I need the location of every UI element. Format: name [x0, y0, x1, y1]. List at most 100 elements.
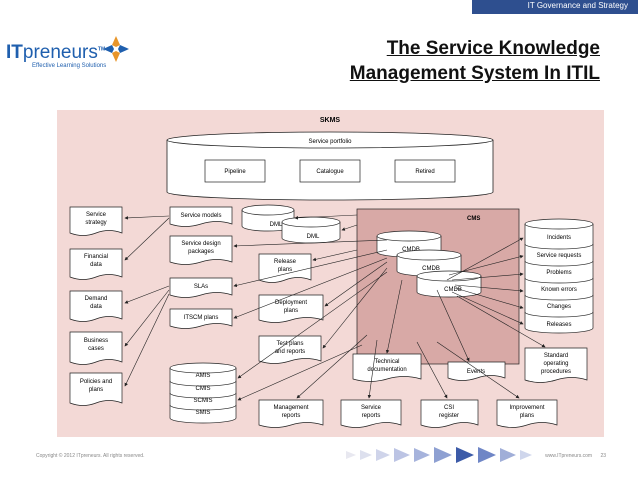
service-portfolio-label: Service portfolio — [308, 139, 352, 145]
service-requests-label: Service requests — [537, 253, 582, 259]
service-design-packages-doc — [169, 235, 233, 265]
mis-stack: AMIS CMIS SCMIS SMIS — [169, 362, 237, 424]
dml-store-1: DML — [241, 204, 295, 232]
incidents-label: Incidents — [547, 235, 571, 241]
footer-chevrons — [346, 447, 532, 463]
release-plans-doc — [258, 253, 312, 283]
skms-label: SKMS — [320, 117, 341, 124]
retired-box — [394, 159, 456, 183]
deployment-plans-label-2: plans — [284, 308, 298, 314]
service-strategy-label-2: strategy — [85, 220, 106, 226]
cmdb-label-2: CMDB — [422, 266, 440, 272]
financial-data-label-1: Financial — [84, 254, 108, 260]
problems-label: Problems — [546, 270, 571, 276]
release-plans-label-1: Release — [274, 259, 297, 265]
diagram-svg: SKMS Service portfolio Pipeline Catalogu… — [69, 117, 594, 428]
title-line-1: The Service Knowledge — [386, 38, 600, 59]
itscm-plans-label: ITSCM plans — [184, 315, 219, 321]
design-docs: Service models Service design packages S… — [169, 206, 233, 329]
itscm-plans-doc — [169, 308, 233, 329]
pipeline-box — [204, 159, 266, 183]
service-portfolio-cylinder: Service portfolio Pipeline Catalogue Ret… — [166, 131, 494, 201]
technical-documentation-doc — [352, 353, 422, 382]
records-stack: Incidents Service requests Problems Know… — [524, 218, 594, 334]
policies-plans-label-2: plans — [89, 387, 103, 393]
csi-register-label-1: CSI — [444, 405, 454, 411]
management-reports-label-2: reports — [282, 413, 301, 419]
release-plans-label-2: plans — [278, 267, 292, 273]
logo-tm: TM — [97, 46, 106, 53]
test-plans-label-2: and reports — [275, 349, 305, 355]
skms-diagram: SKMS Service portfolio Pipeline Catalogu… — [57, 110, 604, 437]
footer-meta: www.ITpreneurs.com 23 — [545, 453, 606, 459]
pipeline-label: Pipeline — [224, 169, 246, 175]
logo-wordmark: ITpreneursTM — [6, 42, 105, 64]
catalogue-box — [299, 159, 361, 183]
improvement-plans-label-2: plans — [520, 413, 534, 419]
cmdb-store-1: CMDB — [376, 230, 442, 258]
technical-documentation-label-1: Technical — [374, 359, 399, 365]
itpreneurs-logo: ITpreneursTM Effective Learning Solution… — [6, 34, 156, 74]
management-reports-label-1: Management — [273, 405, 308, 411]
slas-doc — [169, 277, 233, 298]
amis-label: AMIS — [196, 373, 211, 379]
financial-data-doc — [69, 248, 123, 280]
csi-register-label-2: register — [439, 413, 459, 419]
service-models-doc — [169, 206, 233, 227]
copyright: Copyright © 2012 ITpreneurs. All rights … — [36, 453, 145, 459]
demand-data-doc — [69, 290, 123, 322]
service-reports-label-2: reports — [362, 413, 381, 419]
cmdb-label-3: CMDB — [444, 287, 462, 293]
test-plans-label-1: Test plans — [276, 341, 303, 347]
financial-data-label-2: data — [90, 262, 102, 268]
logo-rest: preneurs — [22, 42, 98, 63]
retired-label: Retired — [415, 169, 434, 175]
logo-it: IT — [6, 42, 23, 63]
section-banner: IT Governance and Strategy — [472, 0, 638, 14]
dml-label-2: DML — [307, 234, 320, 240]
logo-tagline: Effective Learning Solutions — [32, 63, 107, 69]
left-docs: Service strategy Financial data Demand d… — [69, 206, 123, 406]
standard-procedures-label-3: procedures — [541, 369, 571, 375]
policies-plans-label-1: Policies and — [80, 379, 112, 385]
service-models-label: Service models — [180, 213, 221, 219]
standard-procedures-label-1: Standard — [544, 353, 568, 359]
catalogue-label: Catalogue — [316, 169, 344, 175]
slide-title: The Service Knowledge Management System … — [270, 36, 600, 86]
flow-arrows — [124, 214, 546, 401]
demand-data-label-1: Demand — [85, 296, 108, 302]
deployment-plans-label-1: Deployment — [275, 300, 307, 306]
service-design-packages-label-1: Service design — [181, 241, 220, 247]
events-label: Events — [467, 369, 485, 375]
service-reports-label-1: Service — [361, 405, 382, 411]
dml-store-2: DML — [281, 216, 341, 244]
section-label: IT Governance and Strategy — [527, 1, 628, 10]
releases-label: Releases — [546, 322, 571, 328]
scmis-label: SCMIS — [193, 398, 212, 404]
dml-label-1: DML — [270, 222, 283, 228]
standard-procedures-label-2: operating — [543, 361, 568, 367]
standard-procedures-doc — [524, 347, 588, 383]
service-strategy-label-1: Service — [86, 212, 107, 218]
cms-label: CMS — [467, 216, 480, 222]
cmis-label: CMIS — [196, 386, 211, 392]
csi-register-doc — [420, 399, 479, 428]
logo-mark-icon — [103, 36, 129, 62]
improvement-plans-label-1: Improvement — [509, 405, 544, 411]
slas-label: SLAs — [194, 284, 208, 290]
business-cases-label-2: cases — [88, 346, 104, 352]
demand-data-label-2: data — [90, 304, 102, 310]
test-plans-doc — [258, 335, 322, 364]
known-errors-label: Known errors — [541, 287, 577, 293]
top-bar: IT Governance and Strategy — [0, 0, 638, 14]
business-cases-label-1: Business — [84, 338, 108, 344]
changes-label: Changes — [547, 304, 571, 310]
business-cases-doc — [69, 331, 123, 365]
service-reports-doc — [340, 399, 402, 428]
website-link: www.ITpreneurs.com — [545, 453, 593, 459]
policies-plans-doc — [69, 372, 123, 406]
cmdb-store-3: CMDB — [416, 270, 482, 298]
cmdb-label-1: CMDB — [402, 247, 420, 253]
service-design-packages-label-2: packages — [188, 249, 214, 255]
service-strategy-doc — [69, 206, 123, 236]
